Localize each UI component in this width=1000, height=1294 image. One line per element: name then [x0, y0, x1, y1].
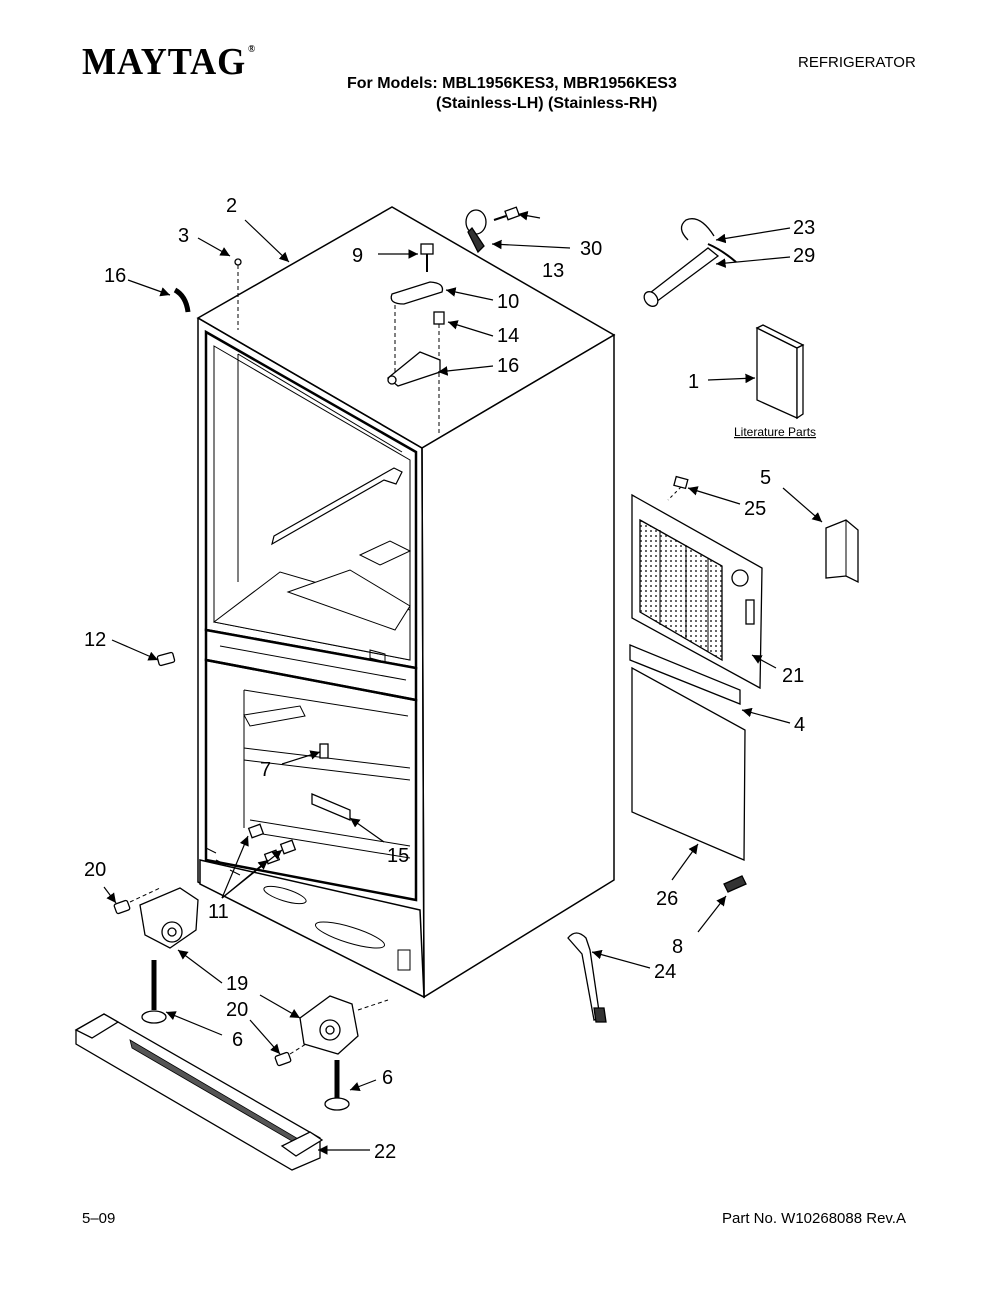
callout-17: 16 [104, 265, 126, 287]
part-25-screw [667, 475, 689, 501]
callout-13: 13 [542, 260, 564, 282]
callout-7: 7 [260, 759, 271, 781]
part-7-clip [319, 743, 329, 759]
part-6-leveler-left [141, 960, 167, 1024]
leader-lines [103, 210, 823, 1155]
registered-mark: ® [248, 44, 257, 55]
callout-19: 19 [226, 973, 248, 995]
callout-20-left: 20 [84, 859, 106, 881]
callout-numbers: 2 3 16 9 10 14 16 13 30 23 29 1 5 25 21 … [84, 195, 815, 1163]
part-20-screw-right [274, 1043, 307, 1067]
literature-parts-label: Literature Parts [734, 425, 816, 439]
part-20-screw-left [113, 887, 161, 915]
variants-line: (Stainless-LH) (Stainless-RH) [436, 95, 658, 112]
callout-5: 5 [760, 467, 771, 489]
part-1-literature-pack [755, 324, 805, 420]
callout-21: 21 [782, 665, 804, 687]
part-4-trim-strip [629, 644, 741, 705]
part-17-hose [173, 287, 191, 313]
callout-2: 2 [226, 195, 237, 217]
callout-22: 22 [374, 1141, 396, 1163]
part-19-roller-assembly-left [139, 887, 199, 949]
callout-6-right: 6 [382, 1067, 393, 1089]
callout-26: 26 [656, 888, 678, 910]
part-3-screw [234, 258, 242, 330]
part-6-leveler-right [324, 1060, 350, 1111]
part-12-screw [156, 651, 176, 667]
callout-29: 29 [793, 245, 815, 267]
part-21-machine-panel [631, 493, 763, 690]
part-24-drain-tube [567, 932, 607, 1023]
callout-1: 1 [688, 371, 699, 393]
part-15-bracket [311, 793, 351, 821]
callout-20-right: 20 [226, 999, 248, 1021]
callout-3: 3 [178, 225, 189, 247]
callout-9: 9 [352, 245, 363, 267]
callout-14: 14 [497, 325, 519, 347]
part-19-roller-assembly-right [299, 995, 389, 1055]
part-16-hinge [386, 351, 441, 387]
callout-25: 25 [744, 498, 766, 520]
part-9-bolt [420, 243, 434, 272]
callout-30: 30 [580, 238, 602, 260]
part-26-rear-panel [631, 666, 746, 861]
callout-4: 4 [794, 714, 805, 736]
brand-name: MAYTAG [82, 41, 247, 83]
part-number: Part No. W10268088 Rev.A [722, 1210, 906, 1227]
part-5-bracket [825, 519, 859, 584]
callout-12: 12 [84, 629, 106, 651]
part-30-screw [493, 206, 521, 221]
refrigerator-cabinet [196, 206, 616, 999]
callout-10: 10 [497, 291, 519, 313]
brand-logo: MAYTAG® [82, 40, 256, 84]
part-13-door-stop [465, 209, 487, 254]
part-8-clip [723, 875, 747, 893]
callout-15: 15 [387, 845, 409, 867]
revision-date: 5–09 [82, 1210, 116, 1227]
part-23-29-water-tube [643, 218, 737, 307]
category-label: REFRIGERATOR [798, 54, 916, 71]
part-22-toe-grille [74, 1013, 324, 1171]
part-10-hinge-cover [390, 281, 444, 305]
callout-23: 23 [793, 217, 815, 239]
callout-6-left: 6 [232, 1029, 243, 1051]
part-14-screw [433, 311, 445, 435]
callout-8: 8 [672, 936, 683, 958]
callout-24: 24 [654, 961, 676, 983]
models-line: For Models: MBL1956KES3, MBR1956KES3 [347, 75, 677, 92]
callout-16: 16 [497, 355, 519, 377]
callout-11: 11 [208, 901, 229, 923]
